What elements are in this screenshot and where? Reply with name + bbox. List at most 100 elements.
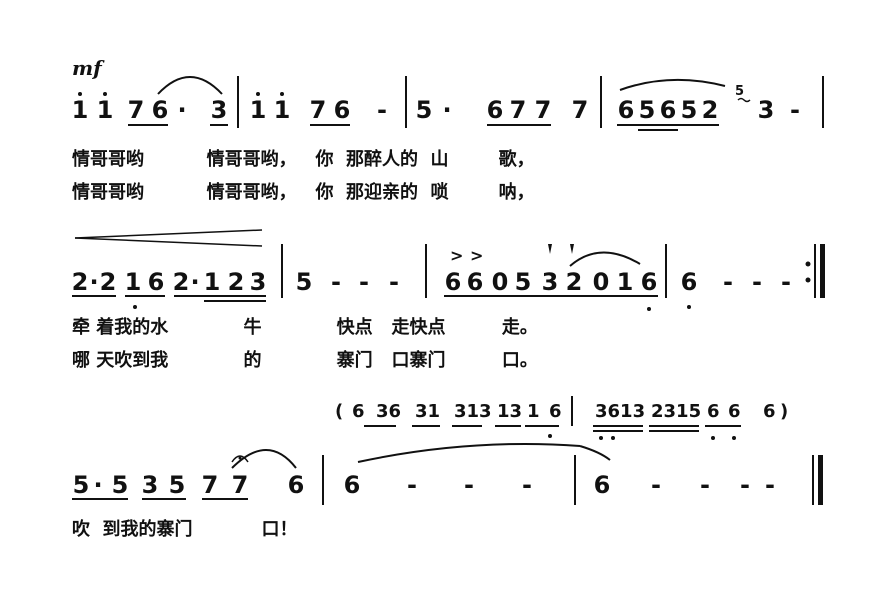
note: 6	[640, 268, 658, 296]
note: 5	[111, 471, 129, 499]
augmentation-dot: ·	[442, 96, 452, 124]
note: 1	[273, 96, 291, 124]
note: 1	[124, 268, 142, 296]
augmentation-dot: ·	[93, 471, 103, 499]
beam-underline	[705, 425, 741, 427]
accent-mark: >	[450, 246, 464, 265]
interlude-group: 2315	[651, 401, 702, 422]
repeat-barline-thin	[814, 244, 816, 298]
note: 6	[486, 96, 504, 124]
lyrics-line: 哪 天吹到我 的 寨门 口寨门 口。	[72, 350, 538, 371]
beam-underline	[412, 425, 440, 427]
note: 2	[227, 268, 245, 296]
interlude-group: 6	[352, 401, 365, 422]
barline	[574, 455, 576, 505]
note: 1	[249, 96, 267, 124]
beam-underline	[204, 300, 266, 302]
barline	[822, 76, 824, 128]
beam-underline	[72, 498, 128, 500]
beam-underline	[364, 425, 396, 427]
beam-underline	[525, 425, 559, 427]
note: 1	[203, 268, 221, 296]
note: 0	[592, 268, 610, 296]
dash: -	[464, 471, 474, 499]
note: 2	[172, 268, 190, 296]
barline	[571, 396, 573, 426]
low-octave-dot	[599, 436, 603, 440]
note: 7	[309, 96, 327, 124]
note: 5	[638, 96, 656, 124]
low-octave-dot	[548, 434, 552, 438]
dash: -	[651, 471, 661, 499]
beam-underline	[310, 124, 350, 126]
dash: -	[752, 268, 762, 296]
interlude-group: 1	[527, 401, 540, 422]
grace-note: 5	[735, 84, 745, 99]
note: 3	[249, 268, 267, 296]
barline	[281, 244, 283, 298]
dash: -	[377, 96, 387, 124]
note: 2	[99, 268, 117, 296]
note: 5	[514, 268, 532, 296]
note: 5	[72, 471, 90, 499]
barline	[405, 76, 407, 128]
note: 7	[231, 471, 249, 499]
augmentation-dot: ·	[89, 268, 99, 296]
note: 7	[509, 96, 527, 124]
note: 6	[617, 96, 635, 124]
beam-underline	[125, 295, 165, 297]
barline	[425, 244, 427, 298]
note: 3	[210, 96, 228, 124]
beam-underline	[593, 425, 643, 427]
dash: -	[740, 471, 750, 499]
interlude-open-paren: (	[335, 401, 344, 422]
note: 6	[466, 268, 484, 296]
note: 6	[343, 471, 361, 499]
barline	[665, 244, 667, 298]
barline	[322, 455, 324, 505]
high-octave-dot	[280, 92, 284, 96]
high-octave-dot	[256, 92, 260, 96]
beam-underline	[142, 498, 186, 500]
low-octave-dot	[711, 436, 715, 440]
beam-underline	[649, 425, 699, 427]
note: 5	[168, 471, 186, 499]
barline	[600, 76, 602, 128]
beam-underline	[128, 124, 168, 126]
interlude-group: 31	[415, 401, 441, 422]
low-octave-dot	[687, 305, 691, 309]
interlude-group: 36	[376, 401, 402, 422]
note: 3	[757, 96, 775, 124]
lyrics-line: 牵 着我的水 牛 快点 走快点 走。	[72, 317, 538, 338]
final-barline-thick	[818, 455, 823, 505]
note: 6	[287, 471, 305, 499]
low-octave-dot	[611, 436, 615, 440]
interlude-group: 313	[454, 401, 492, 422]
note: 1	[616, 268, 634, 296]
beam-underline	[638, 129, 678, 131]
interlude-group: 6	[763, 401, 776, 422]
note: 6	[680, 268, 698, 296]
beam-underline	[495, 425, 521, 427]
beam-underline	[617, 124, 719, 126]
dash: -	[723, 268, 733, 296]
low-octave-dot	[133, 305, 137, 309]
interlude-group: 6	[707, 401, 720, 422]
note: 7	[127, 96, 145, 124]
interlude-close-paren: )	[780, 401, 789, 422]
beam-underline	[452, 425, 482, 427]
note: 7	[571, 96, 589, 124]
note: 5	[295, 268, 313, 296]
note: 3	[141, 471, 159, 499]
lyrics-line: 吹 到我的寨门 口！	[72, 519, 298, 540]
lyrics-line: 情哥哥哟 情哥哥哟， 你 那醉人的 山 歌，	[72, 149, 535, 170]
note: 5	[680, 96, 698, 124]
dash: -	[331, 268, 341, 296]
final-barline-thin	[812, 455, 814, 505]
augmentation-dot: ·	[177, 96, 187, 124]
beam-underline	[210, 124, 228, 126]
interlude-group: 3613	[595, 401, 646, 422]
note: 2	[701, 96, 719, 124]
beam-underline	[593, 430, 643, 432]
interlude-group: 6	[549, 401, 562, 422]
